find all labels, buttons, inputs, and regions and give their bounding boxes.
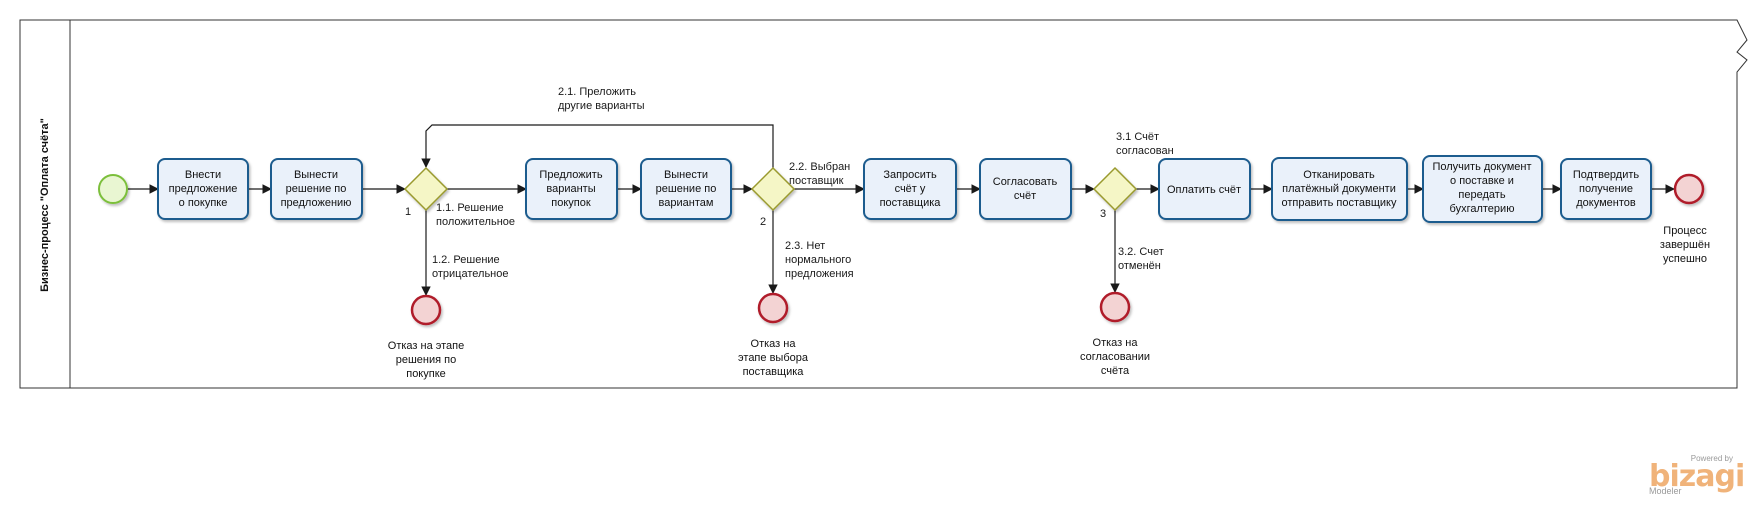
end-event-otkaz-soglasovanie[interactable] [1099,291,1131,323]
svg-text:3: 3 [1100,208,1106,220]
gateway-1[interactable]: 1 [403,166,449,218]
flow-g2-g1 [421,124,774,168]
end-event-otkaz-reshenie[interactable] [410,294,442,326]
gateway-3[interactable]: 3 [1092,166,1138,220]
svg-text:Получить документо поставке ип: Получить документо поставке ипередатьбух… [1432,161,1531,215]
gateway-2[interactable]: 2 [750,166,796,228]
end-event-otkaz-vybor[interactable] [757,292,789,324]
svg-text:2: 2 [760,216,766,228]
gateways: 1 2 3 [403,166,1138,228]
end-event-uspeshno[interactable] [1673,173,1705,205]
start-event[interactable] [98,174,128,204]
watermark-powered: Powered by [1691,454,1733,463]
task-oplatit-schet[interactable]: Оплатить счёт [1158,158,1251,220]
svg-text:1: 1 [405,206,411,218]
sequence-flows [127,124,1675,296]
bizagi-watermark: Powered by bizagi Modeler [1649,454,1745,496]
svg-text:Оплатить счёт: Оплатить счёт [1167,184,1241,196]
watermark-product: Modeler [1649,486,1682,496]
pool-title: Бизнес-процесс "Оплата счёта" [39,118,51,292]
watermark-brand: bizagi [1649,459,1744,494]
